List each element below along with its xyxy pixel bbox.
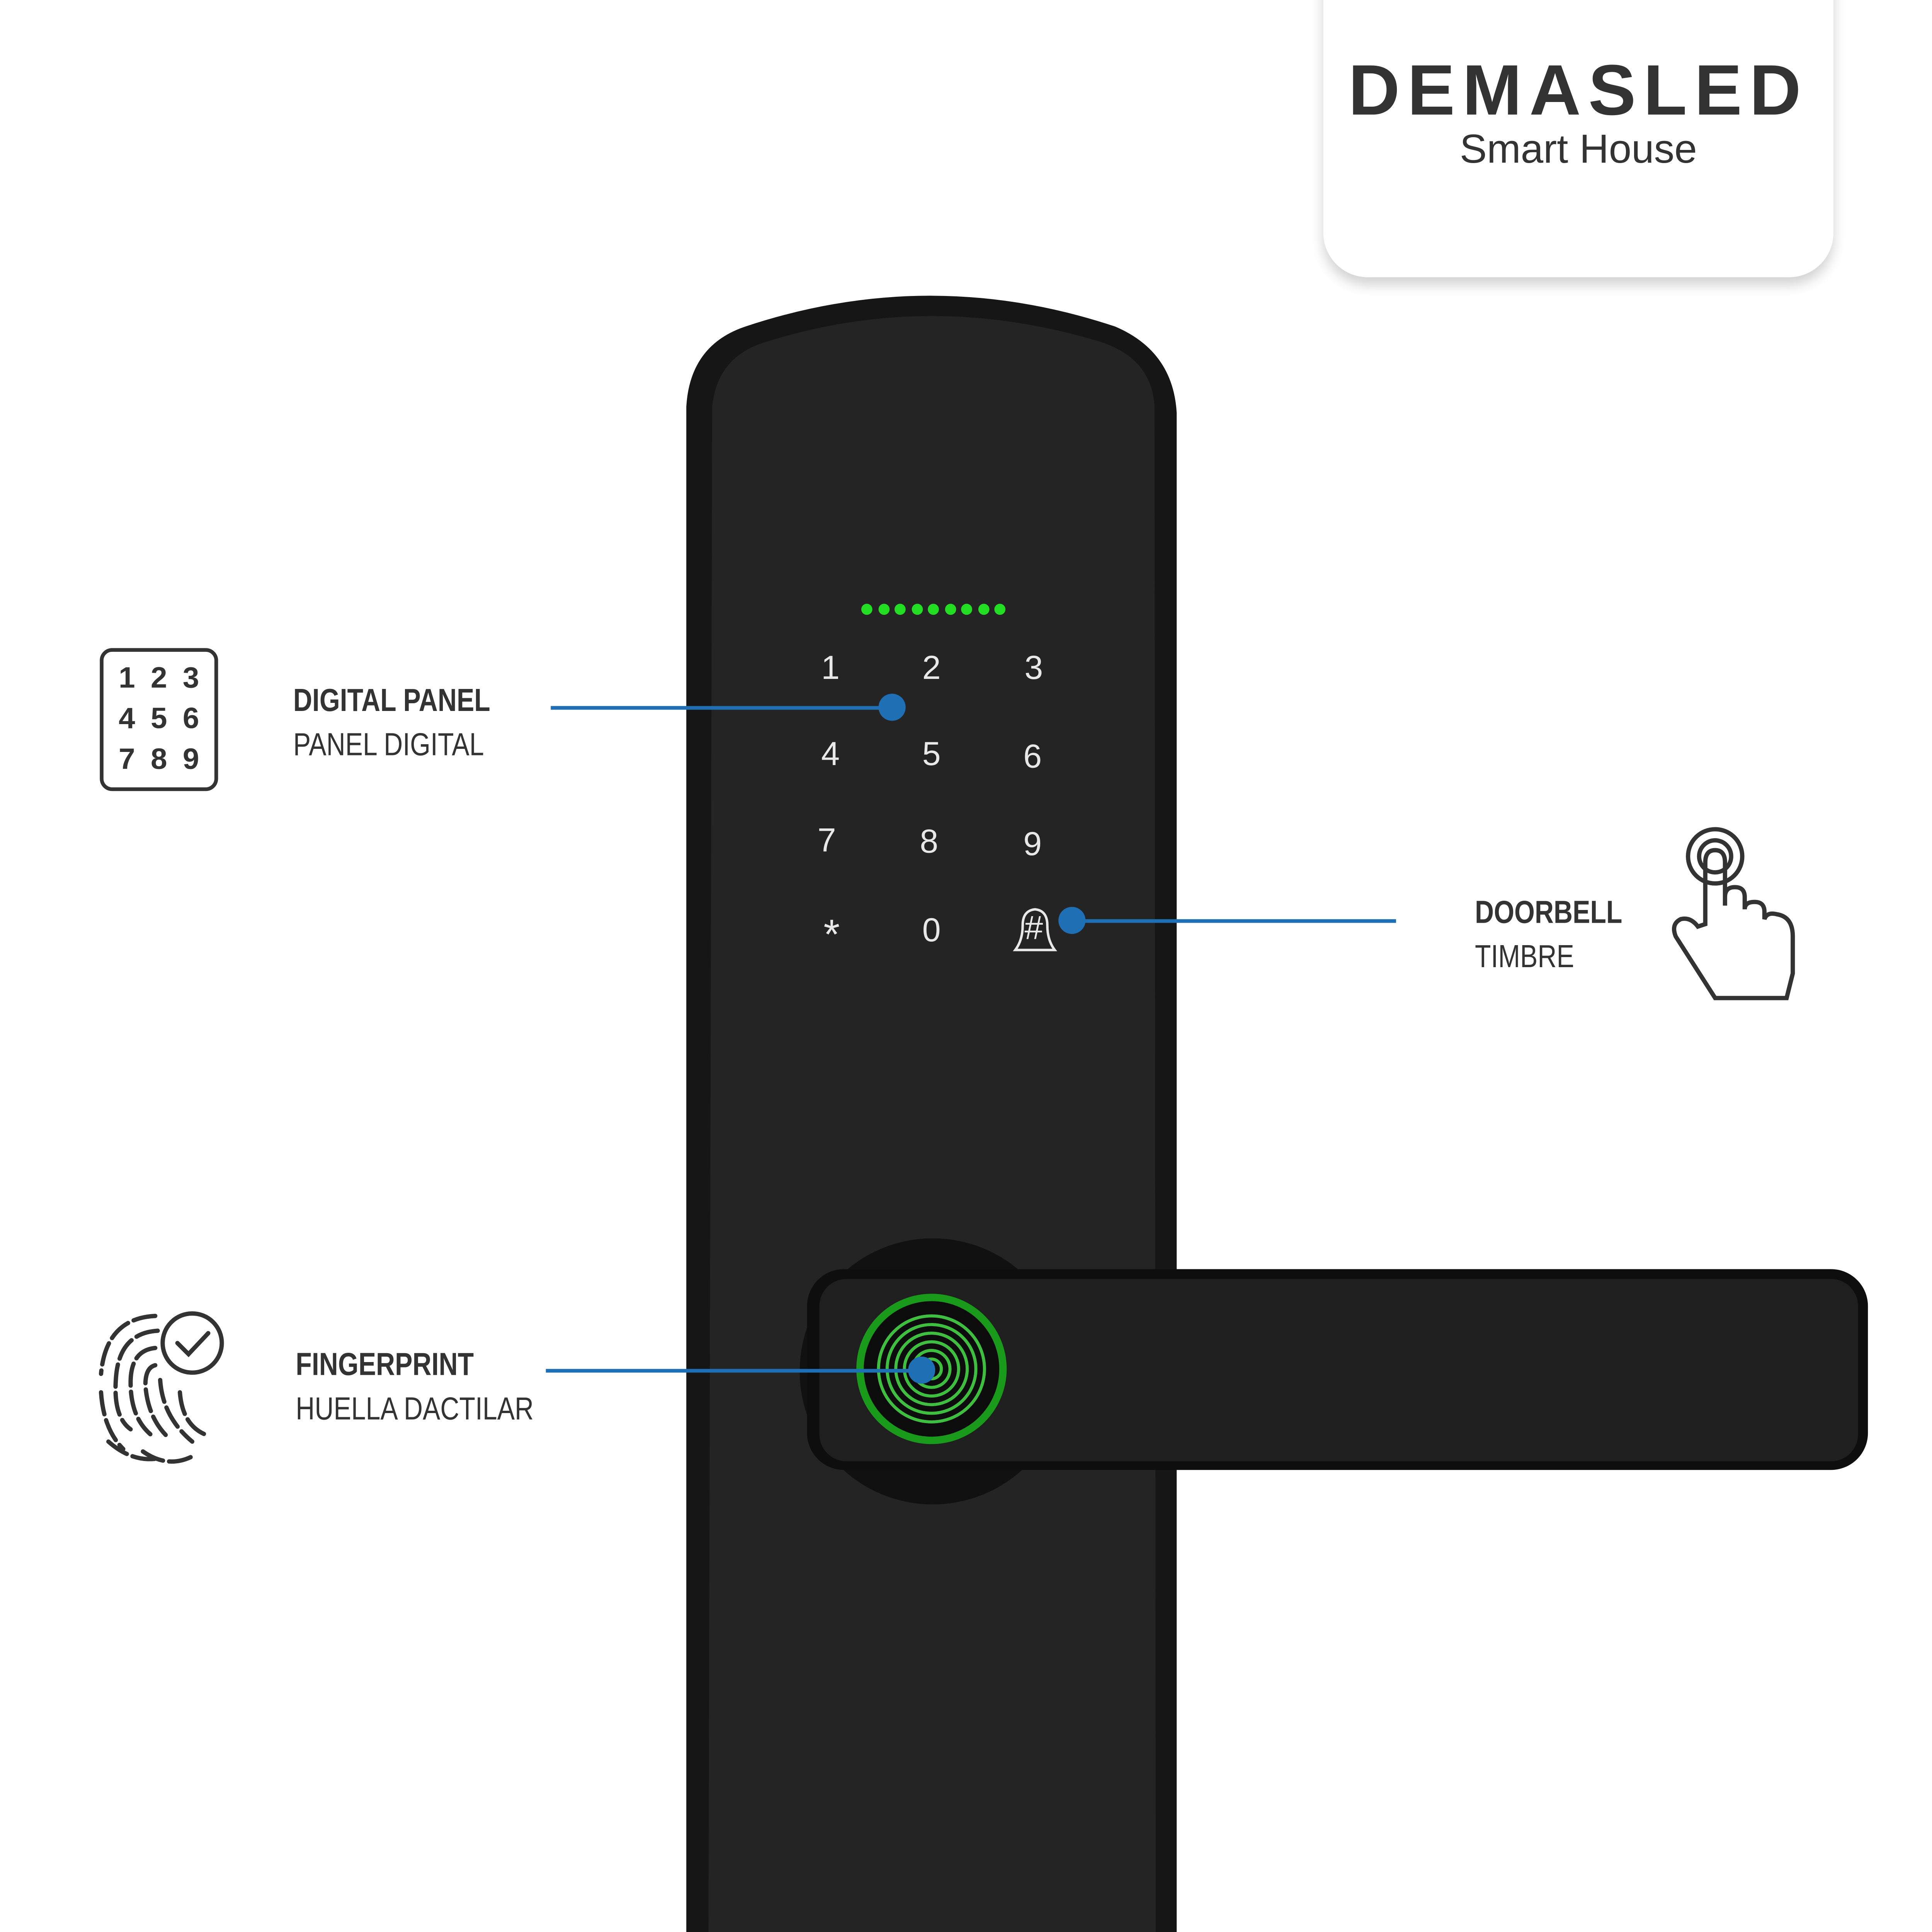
key-3[interactable]: 3 [1024,649,1043,687]
fingerprint-sensor-icon [877,1314,986,1423]
brand-name: DEMASLED [1348,50,1809,131]
led-indicator-row [861,604,1006,615]
callout-line-doorbell [1072,919,1396,923]
touch-hand-icon [1672,827,1795,1000]
digital-panel-subtitle: PANEL DIGITAL [293,726,484,763]
bell-icon [1013,908,1057,951]
key-5[interactable]: 5 [922,735,941,773]
key-9[interactable]: 9 [1023,825,1042,863]
key-star[interactable]: * [823,912,840,959]
callout-line-digital-panel [551,706,892,710]
key-4[interactable]: 4 [821,735,840,773]
doorbell-title: DOORBELL [1475,893,1622,930]
logo-card: DEMASLED Smart House [1323,0,1833,277]
callout-line-fingerprint [546,1369,922,1373]
key-1[interactable]: 1 [821,649,840,687]
key-hash-doorbell[interactable]: # [1024,909,1043,946]
callout-dot-doorbell [1058,906,1086,934]
digital-panel-title: DIGITAL PANEL [293,681,490,719]
fingerprint-check-icon [99,1311,224,1464]
key-0[interactable]: 0 [922,912,941,949]
fingerprint-title: FINGERPRINT [296,1345,474,1383]
key-6[interactable]: 6 [1023,738,1042,775]
callout-dot-digital-panel [878,694,906,721]
key-7[interactable]: 7 [817,821,836,859]
doorbell-subtitle: TIMBRE [1475,937,1574,975]
brand-tagline: Smart House [1459,126,1697,172]
key-8[interactable]: 8 [920,823,939,860]
callout-dot-fingerprint [908,1356,935,1384]
key-2[interactable]: 2 [922,649,941,687]
fingerprint-subtitle: HUELLA DACTILAR [296,1389,534,1427]
